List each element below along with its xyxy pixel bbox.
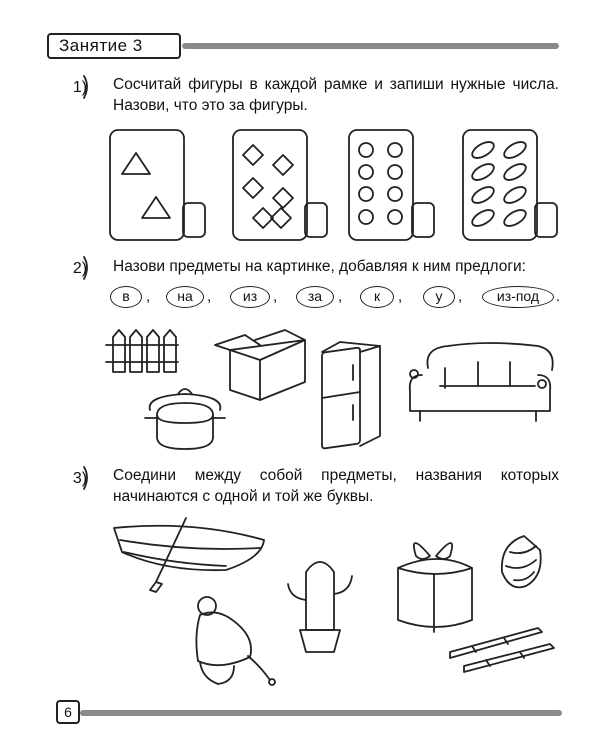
oval-icon	[471, 186, 495, 204]
task-3-number: 3)	[72, 470, 88, 487]
lesson-title-box: Занятие 3	[47, 33, 181, 59]
oval-icon	[503, 209, 527, 227]
preposition-pill: в	[110, 286, 142, 308]
hat-icon	[195, 596, 276, 686]
circle-icon	[358, 186, 374, 202]
fridge-icon	[321, 341, 381, 450]
task-3-bracket	[83, 466, 88, 490]
circle-icon	[358, 164, 374, 180]
triangle-frame	[109, 129, 206, 241]
footer-divider	[80, 710, 562, 716]
box-icon	[214, 329, 306, 401]
answer-box	[304, 202, 328, 238]
pinecone-icon	[501, 535, 542, 589]
circle-icon	[387, 142, 403, 158]
diamond-icon	[272, 154, 294, 176]
task-3-number-label: 3	[72, 470, 82, 487]
answer-box	[534, 202, 558, 238]
lesson-title: Занятие 3	[59, 36, 143, 55]
comma: ,	[458, 288, 463, 305]
circle-icon	[358, 209, 374, 225]
oval-icon	[471, 141, 495, 159]
preposition-pill: у	[423, 286, 455, 308]
triangle-icon	[121, 152, 151, 175]
task-2-bracket	[83, 256, 88, 280]
task-1-number-label: 1	[72, 79, 82, 96]
triangle-icon	[141, 196, 171, 219]
comma: ,	[338, 288, 343, 305]
preposition-pill: из-под	[482, 286, 554, 308]
comma: ,	[146, 288, 151, 305]
sofa-icon	[408, 342, 554, 422]
skis-icon	[449, 627, 555, 673]
boat-icon	[113, 517, 265, 593]
task-2-number: 2)	[72, 260, 88, 277]
circle-icon	[387, 209, 403, 225]
preposition-pill: на	[166, 286, 204, 308]
answer-box	[411, 202, 435, 238]
preposition-pill: за	[296, 286, 334, 308]
task-2-instruction: Назови предметы на картинке, добавляя к …	[113, 258, 526, 275]
diamond-icon	[242, 144, 264, 166]
circle-icon	[358, 142, 374, 158]
circle-icon	[387, 164, 403, 180]
oval-icon	[471, 209, 495, 227]
diamond-icon	[272, 187, 294, 209]
circle-frame	[348, 129, 435, 241]
answer-box	[182, 202, 206, 238]
oval-icon	[503, 141, 527, 159]
cactus-icon	[287, 561, 353, 653]
comma: ,	[273, 288, 278, 305]
diamond-icon	[270, 207, 292, 229]
oval-icon	[471, 163, 495, 181]
task-1-instruction: Сосчитай фигуры в каждой рамке и запиши …	[113, 76, 559, 114]
preposition-pill: к	[360, 286, 394, 308]
diamond-icon	[242, 177, 264, 199]
oval-icon	[503, 186, 527, 204]
page-number: 6	[64, 704, 72, 720]
oval-icon	[503, 163, 527, 181]
comma: ,	[207, 288, 212, 305]
circle-icon	[387, 186, 403, 202]
diamond-icon	[252, 207, 274, 229]
oval-frame	[462, 129, 558, 241]
task-1-bracket	[83, 75, 88, 99]
task-3-instruction: Соедини между собой предметы, названия к…	[113, 467, 559, 505]
pot-icon	[144, 388, 226, 450]
task-2-number-label: 2	[72, 260, 82, 277]
preposition-pill: из	[230, 286, 270, 308]
fence-icon	[105, 329, 179, 373]
diamond-frame	[232, 129, 328, 241]
header-divider	[182, 43, 559, 49]
period: .	[556, 288, 561, 305]
page-number-box: 6	[56, 700, 80, 724]
gift-icon	[397, 542, 473, 633]
comma: ,	[398, 288, 403, 305]
task-1-number: 1)	[72, 79, 88, 96]
